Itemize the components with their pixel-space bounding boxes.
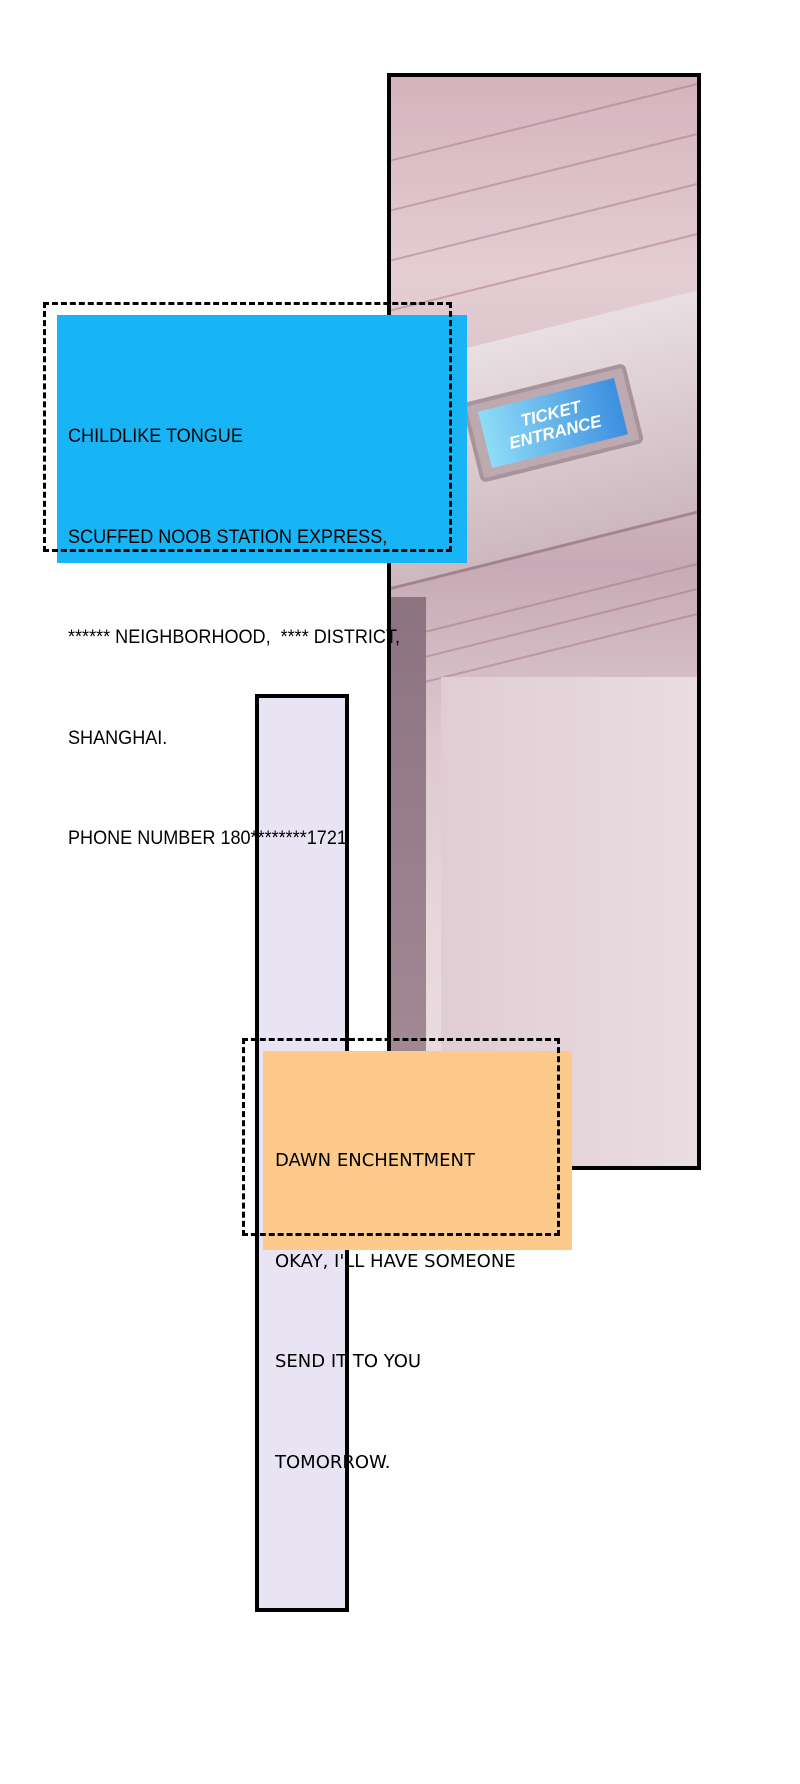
caption-line: DAWN ENCHENTMENT xyxy=(275,1150,475,1171)
caption-frame-orange xyxy=(242,1038,560,1236)
caption-text-orange: DAWN ENCHENTMENT OKAY, I'LL HAVE SOMEONE… xyxy=(275,1077,516,1513)
caption-line: SCUFFED NOOB STATION EXPRESS, xyxy=(68,526,388,548)
caption-line: SHANGHAI. xyxy=(68,727,168,749)
caption-text-blue: CHILDLIKE TONGUE SCUFFED NOOB STATION EX… xyxy=(68,353,400,889)
caption-line: CHILDLIKE TONGUE xyxy=(68,426,243,447)
caption-frame-blue xyxy=(43,302,452,552)
caption-line: PHONE NUMBER 180********1721 xyxy=(68,828,347,849)
caption-line: OKAY, I'LL HAVE SOMEONE xyxy=(275,1250,516,1272)
caption-line: SEND IT TO YOU xyxy=(275,1351,422,1372)
caption-box-blue xyxy=(57,315,467,563)
caption-box-orange xyxy=(263,1051,572,1250)
caption-line: ****** NEIGHBORHOOD, **** DISTRICT, xyxy=(68,627,400,648)
station-panel-image: TICKET ENTRANCE xyxy=(387,73,701,1170)
caption-line: TOMORROW. xyxy=(275,1451,391,1473)
